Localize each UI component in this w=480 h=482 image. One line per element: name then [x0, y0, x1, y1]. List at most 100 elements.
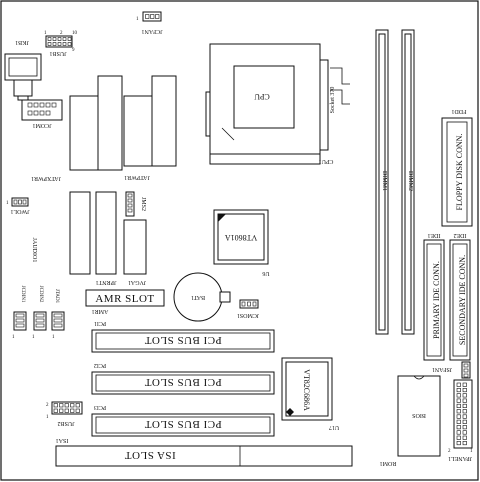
jms2-label: JMS2 — [140, 197, 146, 211]
jpanel1-pin — [456, 440, 461, 446]
bios-label: BIOS — [412, 412, 426, 418]
bat1-label: BAT1 — [191, 294, 205, 300]
jkb1-label: JKB1 — [15, 39, 29, 45]
jusb1-pin10-label: 10 — [72, 31, 78, 36]
jvga1-connector: JVGA1 — [123, 219, 147, 285]
pci3-slot-label: PCI BUS SLOT — [144, 418, 222, 430]
jpanel1-header: 2 1 JPANEL1 — [448, 379, 473, 461]
jtad1-pin1-label: 1 — [52, 335, 55, 340]
jwol1-header: 1 JWOL1 — [6, 197, 30, 214]
jusb2-pin1-label: 1 — [46, 415, 49, 420]
jcmos1-label: JCMOS1 — [237, 312, 259, 318]
jprnt1-connector: JPRNT1 — [95, 191, 117, 285]
jusb1-header: 1 2 10 9 JUSB1 — [44, 31, 78, 56]
cpu-socket-label: Socket 370 — [330, 87, 336, 114]
isa-slot-label: ISA SLOT — [124, 449, 175, 461]
jcfan1-header: 1 JCFAN1 — [136, 11, 163, 34]
jcmos1-header: JCMOS1 — [237, 299, 259, 318]
battery: BAT1 — [173, 272, 231, 322]
pci1-slot: PCI1 PCI BUS SLOT — [91, 320, 275, 353]
dimm2-slot: DIMM2 — [401, 29, 415, 335]
jwol1-pin-label: 1 — [6, 201, 9, 206]
jpanel1-pin — [456, 435, 461, 440]
jkb1-connector: JKB1 — [4, 39, 42, 101]
jatpwr1-label: JATPWR1 — [124, 174, 150, 180]
dimm2-label: DIMM2 — [407, 171, 413, 191]
jatxpwr1-connector: JATXPWR1 — [31, 75, 123, 181]
secondary-ide-label: SECONDARY IDE CONN. — [458, 255, 467, 345]
cpu-socket: CPU Socket 370 CPU1 — [205, 43, 350, 165]
jprnt1-label: JPRNT1 — [96, 279, 117, 285]
floppy-label: FLOPPY DISK CONN. — [455, 134, 464, 211]
jsfan1-label: JSFAN1 — [432, 366, 452, 372]
dimm1-slot: DIMM1 — [375, 29, 389, 335]
jms2-header: JMS2 — [125, 191, 146, 217]
jusb1-pin1-label: 1 — [44, 31, 47, 36]
jsfan1-header: JSFAN1 — [432, 361, 471, 379]
jpanel1-pin — [462, 440, 467, 446]
u6-label: U6 — [262, 270, 269, 276]
vt8601a-label: VT8601A — [225, 233, 258, 242]
jpanel1-pin — [462, 419, 467, 424]
jpanel1-pin — [462, 409, 467, 414]
jcdin2-pin1-label: 1 — [32, 335, 35, 340]
jaudio1-label: JAUDIO1 — [31, 238, 37, 263]
pci3-slot: PCI3 PCI BUS SLOT — [91, 404, 275, 437]
jpanel1-pin — [462, 403, 467, 409]
jpanel1-pin — [462, 414, 467, 419]
amr-slot-label: AMR SLOT — [95, 293, 154, 305]
jpanel1-pin — [456, 398, 461, 403]
vt8601a-chip: VT8601A U6 — [213, 209, 270, 276]
jusb1-pin2-label: 2 — [60, 31, 63, 36]
jcfan1-pin1-label: 1 — [136, 17, 139, 22]
jatxpwr1-label: JATXPWR1 — [31, 175, 61, 181]
jcdin2-header: JCDIN2 1 — [32, 286, 47, 340]
jpanel1-pin — [462, 425, 467, 430]
rom1-label: ROM1 — [380, 460, 397, 466]
jaudio1-connector: JAUDIO1 — [31, 191, 91, 275]
jcdin1-header: JCDIN1 1 — [12, 286, 27, 340]
cpu-chip-label: CPU — [254, 92, 270, 101]
jpanel1-pin1-label: 1 — [470, 449, 473, 454]
pci2-slot-label: PCI BUS SLOT — [144, 376, 222, 388]
jcom1-label: JCOM1 — [32, 122, 51, 128]
vt82c686a-chip: VT82C686A U17 — [281, 357, 339, 430]
secondary-ide-connector: IDE2 SECONDARY IDE CONN. — [449, 232, 471, 361]
jusb2-pin2-label: 2 — [46, 403, 49, 408]
jusb1-pin9-label: 9 — [72, 48, 75, 53]
amr1-label: AMR1 — [92, 308, 109, 314]
bios-chip: BIOS ROM1 — [380, 375, 441, 466]
jpanel1-pin2-label: 2 — [448, 449, 451, 454]
dimm1-label: DIMM1 — [381, 171, 387, 191]
jpanel1-pin — [456, 393, 461, 398]
primary-ide-connector: IDE1 PRIMARY IDE CONN. — [423, 232, 445, 361]
primary-ide-label: PRIMARY IDE CONN. — [432, 261, 441, 339]
jtad1-header: JTAD1 1 — [51, 289, 65, 340]
jwol1-label: JWOL1 — [11, 208, 30, 214]
jcom1-header: JCOM1 — [21, 99, 63, 128]
jatpwr1-connector: JATPWR1 — [123, 75, 177, 180]
jpanel1-pin — [456, 387, 461, 393]
jpanel1-pin — [462, 393, 467, 398]
pci1-label: PCI1 — [94, 320, 106, 326]
jpanel1-pin — [462, 382, 467, 387]
jpanel1-pin — [456, 409, 461, 414]
jcdin1-label: JCDIN1 — [20, 286, 25, 303]
jpanel1-pin — [462, 430, 467, 435]
jpanel1-pin — [456, 403, 461, 409]
ide1-label: IDE1 — [428, 232, 441, 238]
ide2-label: IDE2 — [454, 232, 467, 238]
jusb2-label: JUSB2 — [57, 420, 74, 426]
jcfan1-label: JCFAN1 — [142, 28, 163, 34]
pci1-slot-label: PCI BUS SLOT — [144, 334, 222, 346]
amr-slot: AMR SLOT AMR1 — [85, 289, 165, 314]
jusb2-header: 2 1 JUSB2 — [46, 401, 83, 426]
jpanel1-pin — [456, 425, 461, 430]
jcdin1-pin1-label: 1 — [12, 335, 15, 340]
pci3-label: PCI3 — [94, 404, 106, 410]
jpanel1-pin — [456, 419, 461, 424]
jcdin2-label: JCDIN2 — [38, 286, 43, 303]
u17-label: U17 — [329, 424, 339, 430]
jpanel1-pin — [462, 398, 467, 403]
